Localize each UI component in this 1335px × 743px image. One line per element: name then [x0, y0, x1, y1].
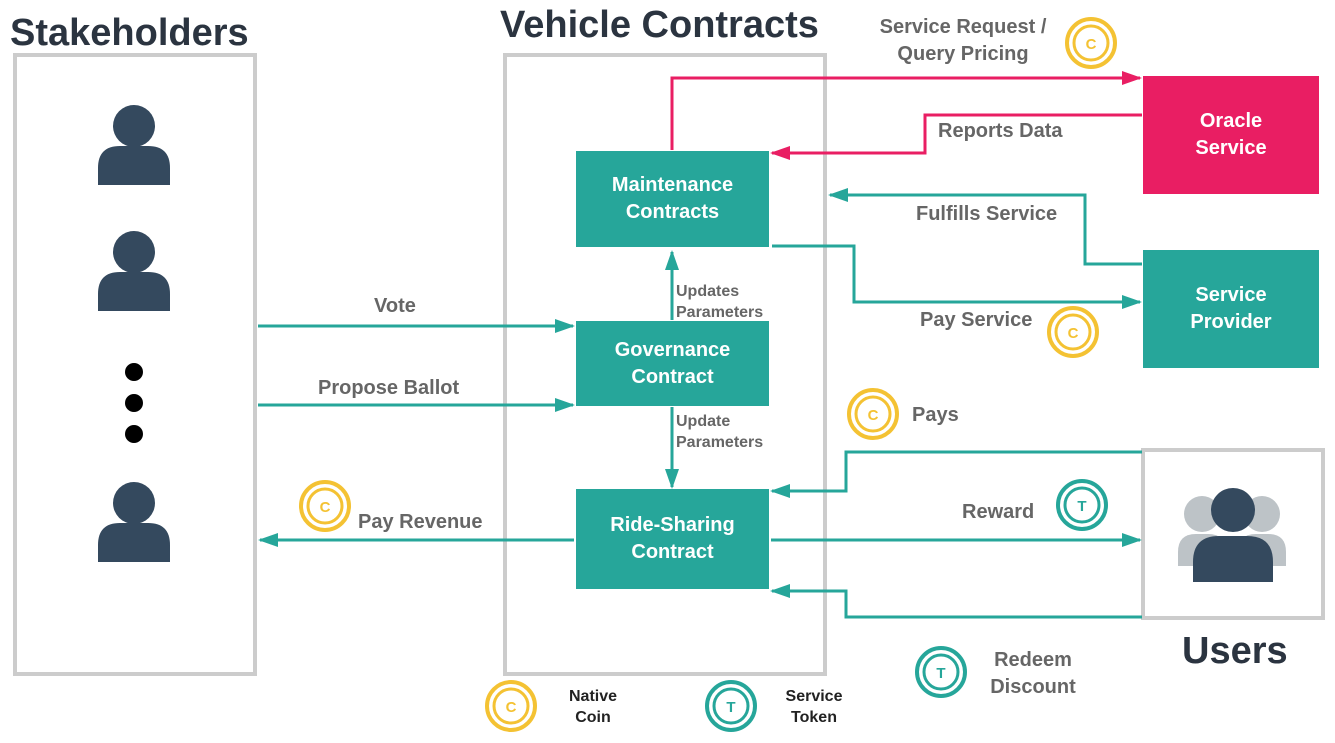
update-parameters-label: Update Parameters [676, 413, 764, 451]
stakeholders-panel [13, 53, 257, 676]
native-coin-icon: C [1065, 17, 1117, 69]
legend-service-token-label: Service Token [785, 688, 843, 726]
pay-revenue-label: Pay Revenue [358, 511, 483, 533]
reward-label: Reward [962, 501, 1035, 523]
edge-pays [770, 450, 1142, 498]
oracle-service-node: Oracle Service [1143, 76, 1319, 194]
users-heading: Users [1182, 630, 1288, 672]
svg-text:T: T [1077, 498, 1086, 515]
svg-text:T: T [936, 665, 945, 682]
reports-data-label: Reports Data [938, 120, 1063, 142]
legend-service-token-icon: T [705, 680, 757, 732]
redeem-discount-label: Redeem Discount [990, 649, 1076, 698]
edge-redeem-discount [770, 584, 1142, 619]
svg-text:C: C [320, 499, 331, 516]
edge-fulfills-service [828, 188, 1142, 266]
pay-service-label: Pay Service [920, 309, 1033, 331]
legend-native-coin-icon: C [485, 680, 537, 732]
legend-native-coin-label: Native Coin [568, 688, 618, 726]
service-request-label: Service Request / Query Pricing [879, 16, 1047, 65]
ride-sharing-contract-node: Ride-Sharing Contract [576, 489, 769, 589]
service-token-icon: T [915, 646, 967, 698]
stakeholder-person-icon [98, 482, 170, 562]
vehicle-contracts-panel [503, 53, 827, 676]
edge-service-request [670, 71, 1142, 150]
fulfills-service-label: Fulfills Service [916, 203, 1058, 225]
edge-reports-data [770, 113, 1142, 160]
propose-ballot-label: Propose Ballot [318, 377, 460, 399]
native-coin-icon: C [299, 480, 351, 532]
users-panel [1141, 448, 1325, 620]
pays-label: Pays [912, 404, 959, 426]
users-group-icon [1178, 488, 1286, 582]
updates-parameters-label: Updates Parameters [676, 283, 764, 321]
maintenance-contracts-node: Maintenance Contracts [576, 151, 769, 247]
vehicle-contracts-heading: Vehicle Contracts [500, 4, 819, 46]
stakeholders-heading: Stakeholders [10, 12, 249, 54]
governance-contract-node: Governance Contract [576, 321, 769, 406]
svg-text:C: C [1068, 325, 1079, 342]
stakeholder-person-icon [98, 231, 170, 311]
svg-text:T: T [726, 699, 735, 716]
svg-text:C: C [868, 407, 879, 424]
native-coin-icon: C [1047, 306, 1099, 358]
stakeholder-person-icon [98, 105, 170, 185]
svg-text:C: C [506, 699, 517, 716]
service-token-icon: T [1056, 479, 1108, 531]
ellipsis-icon [125, 363, 143, 443]
svg-text:C: C [1086, 36, 1097, 53]
native-coin-icon: C [847, 388, 899, 440]
edge-pay-service [772, 244, 1142, 309]
service-provider-node: Service Provider [1143, 250, 1319, 368]
vote-label: Vote [374, 295, 416, 317]
